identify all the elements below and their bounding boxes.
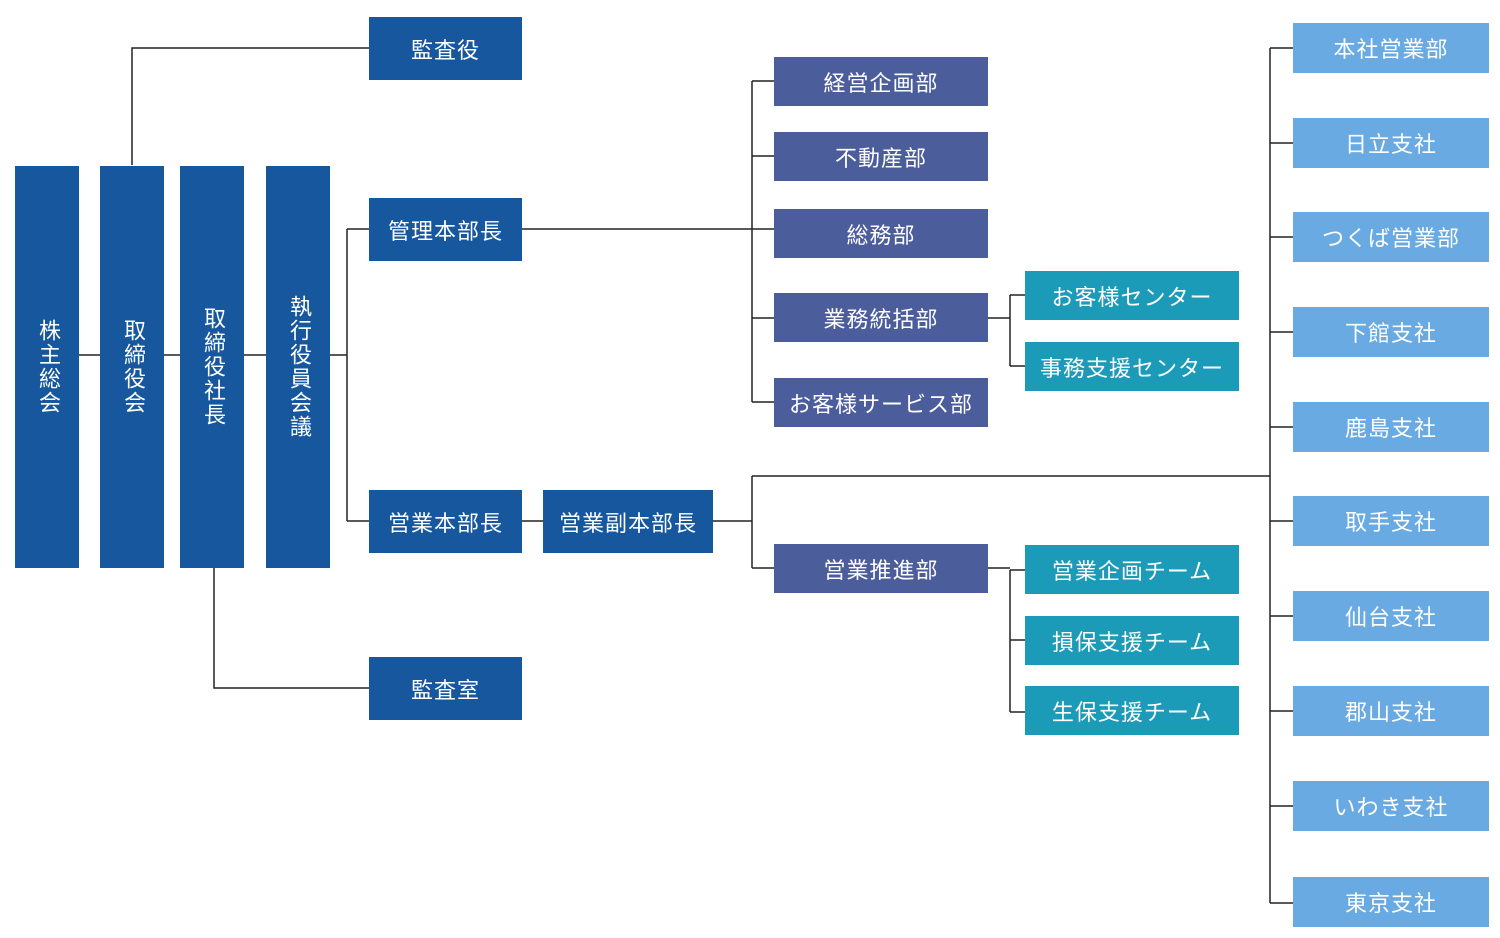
dept-general-affairs: 総務部 — [774, 209, 988, 258]
branch-sendai: 仙台支社 — [1293, 591, 1489, 641]
team-nonlife-support: 損保支援チーム — [1025, 616, 1239, 665]
office-support-center-box: 事務支援センター — [1025, 342, 1239, 391]
sales-promotion-box: 営業推進部 — [774, 544, 988, 593]
sales-head-box: 営業本部長 — [369, 490, 522, 553]
branch-shimodate: 下館支社 — [1293, 307, 1489, 357]
dept-customer-service: お客様サービス部 — [774, 378, 988, 427]
team-life-support: 生保支援チーム — [1025, 686, 1239, 735]
customer-center-box: お客様センター — [1025, 271, 1239, 320]
branch-toride: 取手支社 — [1293, 496, 1489, 546]
board-box: 取締役会 — [100, 166, 164, 568]
admin-head-box: 管理本部長 — [369, 198, 522, 261]
dept-real-estate: 不動産部 — [774, 132, 988, 181]
branch-tsukuba: つくば営業部 — [1293, 212, 1489, 262]
team-sales-planning: 営業企画チーム — [1025, 545, 1239, 594]
branch-head-office-sales: 本社営業部 — [1293, 23, 1489, 73]
auditor-box: 監査役 — [369, 17, 522, 80]
audit-office-box: 監査室 — [369, 657, 522, 720]
sales-deputy-head-box: 営業副本部長 — [543, 490, 713, 553]
branch-tokyo: 東京支社 — [1293, 877, 1489, 927]
executive-committee-box: 執行役員会議 — [266, 166, 330, 568]
branch-kashima: 鹿島支社 — [1293, 402, 1489, 452]
dept-corporate-planning: 経営企画部 — [774, 57, 988, 106]
branch-hitachi: 日立支社 — [1293, 118, 1489, 168]
president-box: 取締役社長 — [180, 166, 244, 568]
shareholders-meeting-box: 株主総会 — [15, 166, 79, 568]
dept-operations-control: 業務統括部 — [774, 293, 988, 342]
branch-koriyama: 郡山支社 — [1293, 686, 1489, 736]
branch-iwaki: いわき支社 — [1293, 781, 1489, 831]
